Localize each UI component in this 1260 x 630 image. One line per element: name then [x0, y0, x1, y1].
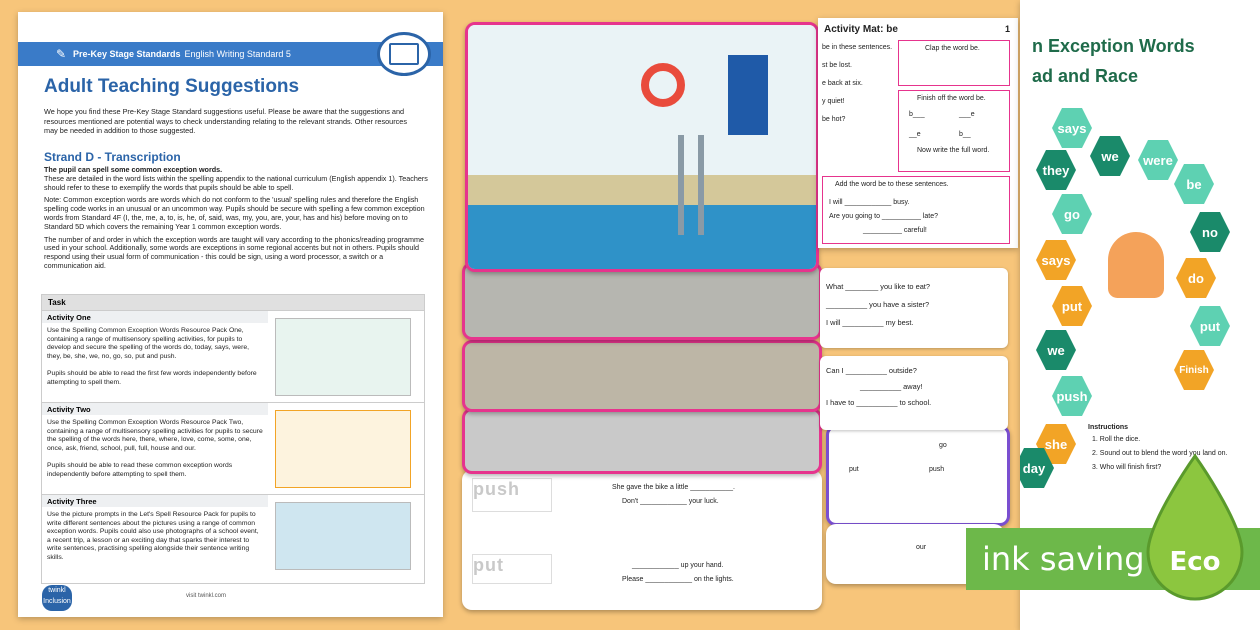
sentence: Please ____________ on the lights.	[622, 576, 734, 583]
intro-text: We hope you find these Pre-Key Stage Sta…	[44, 107, 408, 135]
table-row: Activity Two Use the Spelling Common Exc…	[42, 402, 424, 494]
header-standard: Pre-Key Stage Standards	[73, 49, 181, 59]
instruction-item: 2. Sound out to blend the word you land …	[1092, 450, 1228, 457]
mat-title: Activity Mat: be	[824, 24, 898, 35]
board-space: no	[1190, 212, 1230, 252]
picture-card-rollercoaster	[462, 340, 822, 412]
game-board: n Exception Words ad and Race says we we…	[1020, 0, 1260, 630]
activity-label: Activity One	[42, 311, 268, 323]
strand-heading: Strand D - Transcription	[44, 150, 181, 164]
mat-number: 1	[1004, 24, 1010, 34]
laptop-icon	[377, 32, 431, 76]
resource-thumbnail	[275, 318, 411, 396]
board-space: go	[1052, 194, 1092, 234]
document-footer: twinkl Inclusion visit twinkl.com	[18, 581, 443, 617]
paragraph-1: These are detailed in the word lists wit…	[44, 173, 428, 192]
board-space: push	[1052, 376, 1092, 416]
word-tracing-box: put	[472, 554, 552, 584]
page-title: Adult Teaching Suggestions	[44, 76, 300, 97]
board-space: put	[1190, 306, 1230, 346]
ink-saving-label: ink saving	[982, 540, 1145, 578]
board-space: they	[1036, 150, 1076, 190]
activity-label: Activity Two	[42, 403, 268, 415]
instruction-item: 3. Who will finish first?	[1092, 464, 1162, 471]
picture-card-swimming-pool	[465, 22, 819, 272]
sentence: She gave the bike a little ___________.	[612, 484, 735, 491]
board-space: says	[1052, 108, 1092, 148]
eco-drop-icon: Eco	[1146, 453, 1244, 601]
mat-line: st be lost.	[822, 62, 852, 69]
add-word-box: Add the word be to these sentences. I wi…	[822, 176, 1010, 244]
board-title-line2: ad and Race	[1032, 66, 1139, 86]
instructions-title: Instructions	[1088, 424, 1129, 431]
teaching-suggestions-document: ✎ Pre-Key Stage Standards English Writin…	[18, 12, 443, 617]
swimming-pool-illustration	[468, 25, 816, 269]
task-table: Task Activity One Use the Spelling Commo…	[41, 294, 425, 584]
strand-body: The pupil can spell some common exceptio…	[44, 165, 429, 275]
finish-word-box: Finish off the word be. b___ ___e __e b_…	[898, 90, 1010, 172]
board-space: do	[1176, 258, 1216, 298]
board-title-line1: n Exception Words	[1032, 36, 1195, 56]
board-space: we	[1036, 330, 1076, 370]
resource-thumbnail	[275, 410, 411, 488]
board-space: be	[1174, 164, 1214, 204]
feather-icon: ✎	[56, 47, 67, 61]
picture-card-platform	[462, 262, 822, 340]
clap-box: Clap the word be.	[898, 40, 1010, 86]
activity-text: Use the Spelling Common Exception Words …	[47, 419, 263, 478]
character-illustration	[1108, 232, 1164, 298]
activity-text: Use the Spelling Common Exception Words …	[47, 327, 257, 386]
table-header: Task	[42, 295, 424, 310]
footer-url: visit twinkl.com	[186, 593, 227, 599]
board-space: were	[1138, 140, 1178, 180]
board-space: says	[1036, 240, 1076, 280]
table-row: Activity One Use the Spelling Common Exc…	[42, 310, 424, 402]
strand-lead: The pupil can spell some common exceptio…	[44, 165, 223, 174]
picture-card-road	[462, 408, 822, 474]
sentence-card: What ________ you like to eat? _________…	[820, 268, 1008, 348]
resource-thumbnail	[275, 502, 411, 570]
board-space: put	[1052, 286, 1092, 326]
activity-text: Use the picture prompts in the Let's Spe…	[47, 511, 259, 561]
mat-line: y quiet!	[822, 98, 845, 105]
mat-line: be hot?	[822, 116, 846, 123]
activity-mat: Activity Mat: be 1 be in these sentences…	[818, 18, 1018, 248]
paragraph-2: Note: Common exception words are words w…	[44, 195, 425, 231]
paragraph-3: The number of and order in which the exc…	[44, 234, 424, 270]
table-worksheet: go put push	[826, 425, 1010, 526]
mat-line: e back at six.	[822, 80, 863, 87]
eco-label: Eco	[1169, 547, 1220, 577]
table-row: Activity Three Use the picture prompts i…	[42, 494, 424, 573]
twinkl-inclusion-logo: twinkl Inclusion	[42, 585, 72, 611]
document-header-bar: ✎ Pre-Key Stage Standards English Writin…	[18, 42, 443, 66]
board-space: we	[1090, 136, 1130, 176]
sentence: Don't ____________ your luck.	[622, 498, 719, 505]
worksheet-card: push She gave the bike a little ________…	[462, 470, 822, 610]
instruction-item: 1. Roll the dice.	[1092, 436, 1141, 443]
sentence-card: Can I __________ outside? __________ awa…	[820, 356, 1008, 430]
word-tracing-box: push	[472, 478, 552, 512]
header-subject: English Writing Standard 5	[184, 49, 291, 59]
mat-line: be in these sentences.	[822, 44, 893, 51]
activity-label: Activity Three	[42, 495, 268, 507]
finish-space: Finish	[1174, 350, 1214, 390]
sentence: ____________ up your hand.	[632, 562, 724, 569]
